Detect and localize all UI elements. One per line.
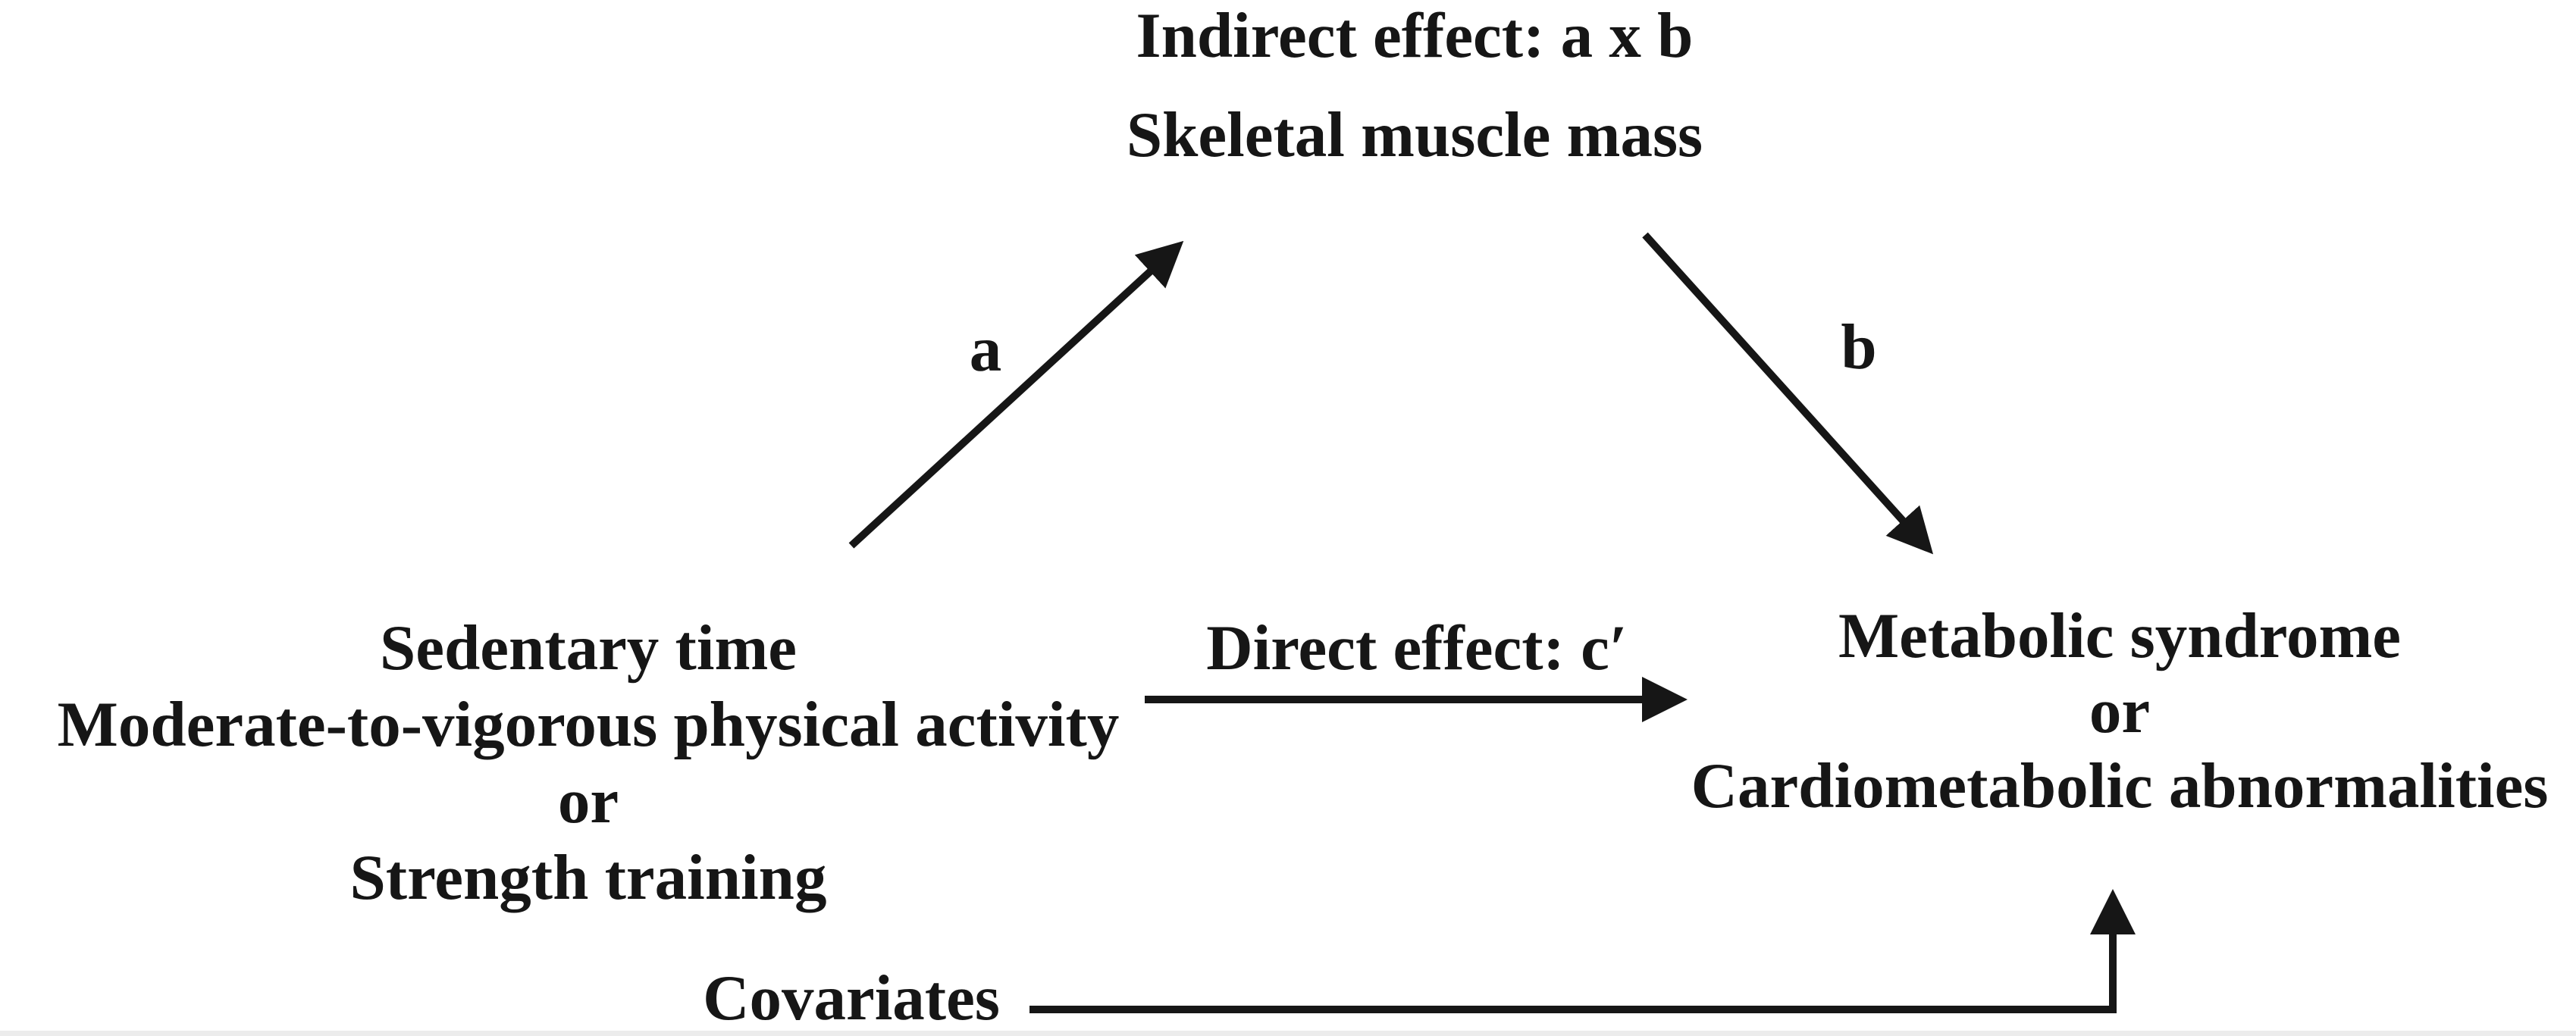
exposure-line: or [557,765,619,837]
covariates-label: Covariates [703,962,1000,1034]
path-a-label: a [969,314,1002,385]
exposure-node: Sedentary time Moderate-to-vigorous phys… [58,610,1120,916]
path-b-arrow [1642,232,1934,555]
path-b-label: b [1841,311,1877,383]
exposure-line: Strength training [349,842,827,913]
outcome-line: Cardiometabolic abnormalities [1691,750,2549,822]
indirect-effect-label: Indirect effect: a x b [1136,0,1694,71]
exposure-line: Moderate-to-vigorous physical activity [57,689,1120,760]
outcome-line: or [2089,675,2151,746]
mediator-node: Indirect effect: a x b Skeletal muscle m… [1127,0,1703,171]
scan-edge-artifact [0,1031,2576,1036]
covariates-arrow [1029,889,2136,1013]
outcome-line: Metabolic syndrome [1838,600,2402,671]
path-a-arrow [848,240,1184,549]
mediator-label: Skeletal muscle mass [1126,99,1703,171]
direct-effect-label: Direct effect: c′ [1206,612,1628,684]
exposure-line: Sedentary time [379,612,797,684]
outcome-node: Metabolic syndrome or Cardiometabolic ab… [1691,599,2549,824]
